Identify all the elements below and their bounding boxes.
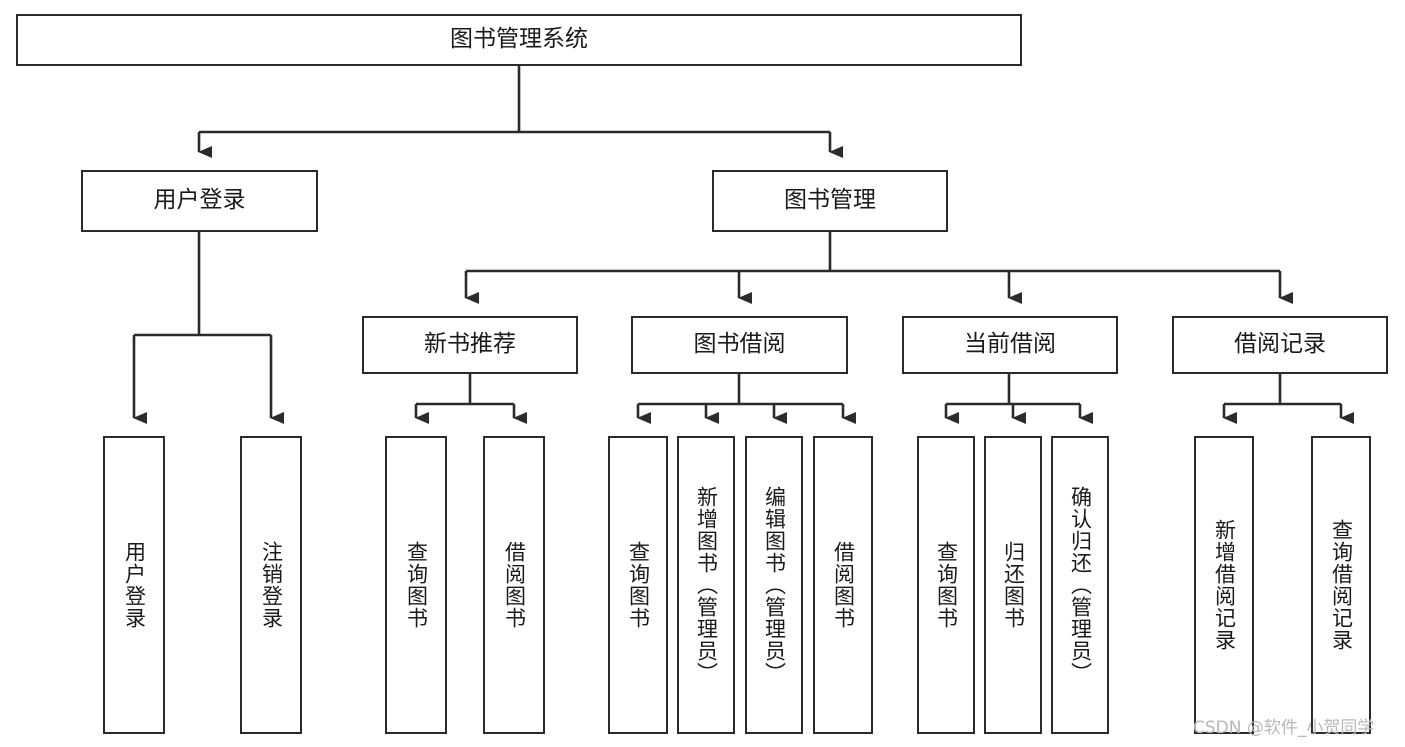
node-leaf-newbook-query-book-label: 查询图书 [404,541,429,629]
node-leaf-query-borrow-record-label: 查询借阅记录 [1329,519,1354,651]
node-new-book-recommend[interactable]: 新书推荐 [362,316,578,374]
node-leaf-logout[interactable]: 注销登录 [240,436,302,734]
node-leaf-borrow-book[interactable]: 借阅图书 [813,436,873,734]
node-book-borrow[interactable]: 图书借阅 [631,316,848,374]
node-leaf-borrow-query-book-label: 查询图书 [626,541,651,629]
node-leaf-return-book[interactable]: 归还图书 [984,436,1042,734]
node-leaf-user-login[interactable]: 用户登录 [103,436,165,734]
node-leaf-newbook-borrow-book[interactable]: 借阅图书 [483,436,545,734]
node-leaf-current-query-book-label: 查询图书 [934,541,959,629]
node-leaf-add-book-admin-label: 新增图书（管理员） [694,486,719,684]
node-leaf-confirm-return-admin-label: 确认归还（管理员） [1068,486,1093,684]
node-borrow-record[interactable]: 借阅记录 [1172,316,1388,374]
node-leaf-add-borrow-record[interactable]: 新增借阅记录 [1194,436,1254,734]
node-book-management-label: 图书管理 [784,187,876,214]
node-new-book-recommend-label: 新书推荐 [424,331,516,358]
node-leaf-newbook-borrow-book-label: 借阅图书 [502,541,527,629]
node-leaf-borrow-query-book[interactable]: 查询图书 [608,436,668,734]
node-book-management[interactable]: 图书管理 [712,170,948,232]
node-leaf-confirm-return-admin[interactable]: 确认归还（管理员） [1051,436,1109,734]
node-leaf-user-login-label: 用户登录 [122,541,147,629]
node-user-login[interactable]: 用户登录 [81,170,318,232]
node-leaf-return-book-label: 归还图书 [1001,541,1026,629]
node-borrow-record-label: 借阅记录 [1234,331,1326,358]
node-leaf-add-book-admin[interactable]: 新增图书（管理员） [677,436,735,734]
node-leaf-newbook-query-book[interactable]: 查询图书 [385,436,447,734]
node-leaf-logout-label: 注销登录 [259,541,284,629]
node-root-label: 图书管理系统 [450,26,588,53]
node-book-borrow-label: 图书借阅 [693,331,786,358]
node-current-borrow[interactable]: 当前借阅 [902,316,1118,374]
node-user-login-label: 用户登录 [153,187,246,214]
node-root-book-management-system[interactable]: 图书管理系统 [16,14,1022,66]
node-leaf-current-query-book[interactable]: 查询图书 [917,436,975,734]
node-current-borrow-label: 当前借阅 [964,331,1056,358]
node-leaf-add-borrow-record-label: 新增借阅记录 [1212,519,1237,651]
node-leaf-borrow-book-label: 借阅图书 [831,541,856,629]
node-leaf-edit-book-admin-label: 编辑图书（管理员） [762,486,787,684]
node-leaf-edit-book-admin[interactable]: 编辑图书（管理员） [745,436,803,734]
node-leaf-query-borrow-record[interactable]: 查询借阅记录 [1311,436,1371,734]
